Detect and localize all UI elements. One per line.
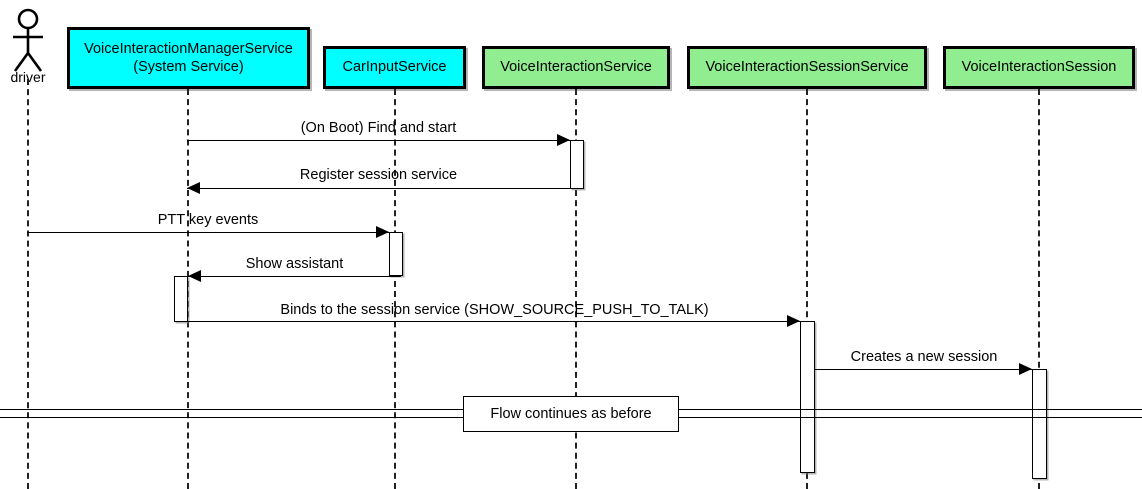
participant-box-carinputservice[interactable]: CarInputService xyxy=(323,46,466,89)
activation-bar-voiceinteractionmanagerservice xyxy=(174,276,188,322)
message-label-on-boot-find-and-start: (On Boot) Find and start xyxy=(300,120,457,136)
participant-label-line1: VoiceInteractionManagerService xyxy=(84,40,293,57)
activation-bar-voiceinteractionservice xyxy=(570,140,584,189)
participant-box-voiceinteractionmanagerservice[interactable]: VoiceInteractionManagerService (System S… xyxy=(67,27,310,89)
participant-label-line1: VoiceInteractionService xyxy=(500,59,652,76)
lifeline-voiceinteractionmanagerservice xyxy=(187,89,189,489)
message-arrowhead-binds-to-the-session-service xyxy=(787,315,800,327)
activation-bar-voiceinteractionsessionservice xyxy=(800,321,815,473)
message-line-creates-a-new-session xyxy=(815,369,1033,370)
message-line-register-session-service xyxy=(187,188,570,189)
participant-label-line2: (System Service) xyxy=(133,59,244,75)
activation-bar-carinputservice xyxy=(389,232,403,276)
message-line-on-boot-find-and-start xyxy=(187,140,570,141)
lifeline-voiceinteractionsessionservice xyxy=(806,89,808,489)
message-line-ptt-key-events xyxy=(27,232,389,233)
participant-box-voiceinteractionsessionservice[interactable]: VoiceInteractionSessionService xyxy=(687,46,927,89)
message-line-binds-to-the-session-service xyxy=(188,321,801,322)
participant-label-line1: CarInputService xyxy=(342,59,447,76)
message-label-register-session-service: Register session service xyxy=(299,167,458,183)
message-line-show-assistant xyxy=(188,276,401,277)
message-label-ptt-key-events: PTT key events xyxy=(157,212,259,228)
message-arrowhead-ptt-key-events xyxy=(376,226,389,238)
participant-label-line1: VoiceInteractionSession xyxy=(961,59,1117,76)
message-arrowhead-on-boot-find-and-start xyxy=(557,134,570,146)
participant-label-line1: VoiceInteractionSessionService xyxy=(705,59,909,76)
actor-stick-figure-icon xyxy=(13,8,43,72)
message-arrowhead-show-assistant xyxy=(188,270,201,282)
lifeline-carinputservice xyxy=(394,89,396,489)
message-label-binds-to-the-session-service: Binds to the session service (SHOW_SOURC… xyxy=(280,302,709,318)
driver-actor xyxy=(7,8,49,78)
activation-bar-voiceinteractionsession xyxy=(1032,369,1047,479)
message-label-creates-a-new-session: Creates a new session xyxy=(850,349,998,365)
lifeline-voiceinteractionservice xyxy=(575,89,577,489)
break-marker-label: Flow continues as before xyxy=(490,406,652,422)
lifeline-driver xyxy=(27,79,29,489)
message-arrowhead-creates-a-new-session xyxy=(1019,363,1032,375)
actor-label: driver xyxy=(10,69,46,85)
message-label-show-assistant: Show assistant xyxy=(245,256,344,272)
break-marker-note: Flow continues as before xyxy=(463,396,679,432)
message-arrowhead-register-session-service xyxy=(187,182,200,194)
lifeline-voiceinteractionsession xyxy=(1038,89,1040,489)
participant-box-voiceinteractionsession[interactable]: VoiceInteractionSession xyxy=(943,46,1135,89)
participant-box-voiceinteractionservice[interactable]: VoiceInteractionService xyxy=(482,46,670,89)
